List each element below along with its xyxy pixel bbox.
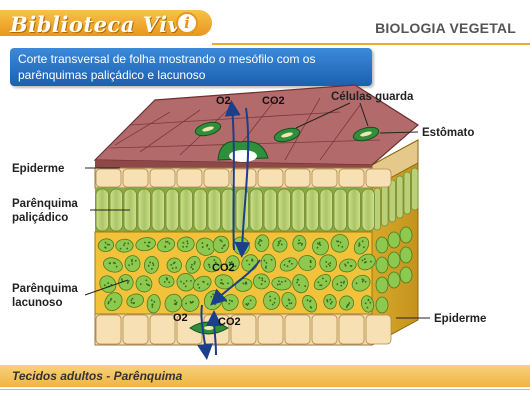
- spongy-parenchyma: [94, 231, 376, 315]
- section-title: BIOLOGIA VEGETAL: [375, 20, 516, 36]
- co2-top-label: CO2: [262, 95, 285, 107]
- stomata-top: [194, 121, 380, 162]
- label-epiderme-bottom: Epiderme: [434, 313, 486, 325]
- o2-top-label: O2: [216, 95, 231, 107]
- footer-bar: [0, 365, 530, 387]
- co2-mid-label: CO2: [212, 262, 235, 274]
- header-divider: [212, 43, 530, 45]
- o2-bottom-label: O2: [173, 312, 188, 324]
- label-celulas-guarda: Células guarda: [331, 91, 414, 103]
- co2-bottom-label: CO2: [218, 316, 241, 328]
- palisade-parenchyma: [95, 188, 375, 232]
- label-palicadico-line2: paliçádico: [12, 212, 68, 224]
- caption-box: [10, 48, 372, 86]
- footer-text: Tecidos adultos - Parênquima: [12, 369, 183, 383]
- label-palicadico-line1: Parênquima: [12, 198, 78, 210]
- leader-lines: [84, 102, 430, 319]
- label-lacunoso-line2: lacunoso: [12, 297, 62, 309]
- label-lacunoso-line1: Parênquima: [12, 283, 78, 295]
- info-icon[interactable]: i: [176, 12, 198, 34]
- label-estomato: Estômato: [422, 127, 474, 139]
- label-epiderme-top: Epiderme: [12, 163, 64, 175]
- footer-divider: [0, 389, 530, 390]
- upper-epidermis: [94, 167, 392, 189]
- caption-text: Corte transversal de folha mostrando o m…: [18, 52, 316, 82]
- gas-flow-arrows: [197, 100, 261, 360]
- brand-logo: Biblioteca Viva: [10, 12, 195, 37]
- lower-epidermis: [94, 313, 392, 346]
